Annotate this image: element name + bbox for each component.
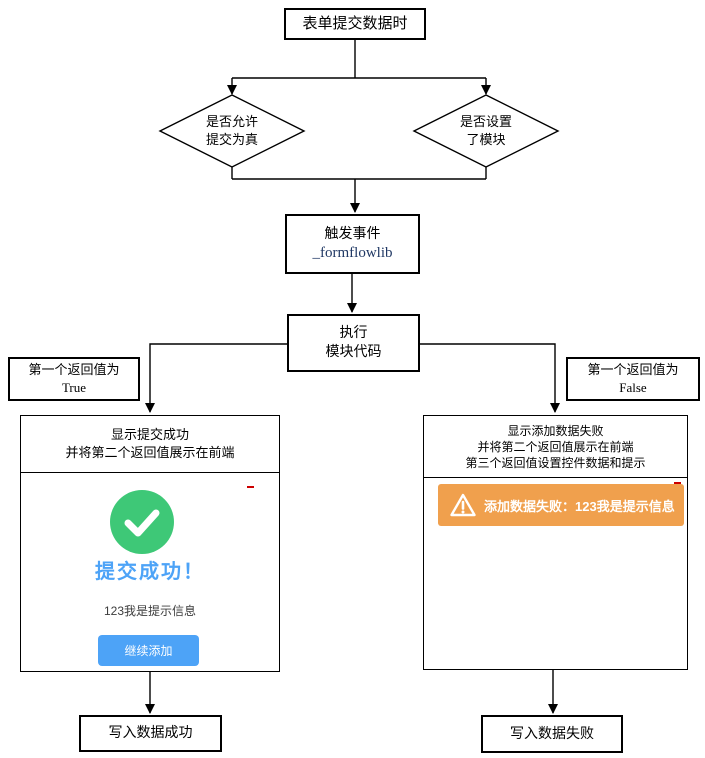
node-start-label: 表单提交数据时 bbox=[302, 15, 408, 32]
edge-false-branch bbox=[420, 343, 560, 413]
trigger-event-name: _formflowlib bbox=[312, 245, 393, 261]
execute-line2: 模块代码 bbox=[325, 345, 382, 360]
node-trigger-event: 触发事件 _formflowlib bbox=[285, 214, 420, 274]
node-decision-module-set: 是否设置 了模块 bbox=[426, 106, 546, 156]
success-check-icon bbox=[110, 490, 174, 554]
success-message: 123我是提示信息 bbox=[103, 604, 197, 618]
fail-header-line1: 显示添加数据失败 bbox=[507, 423, 604, 438]
panel-success-header: 显示提交成功 并将第二个返回值展示在前端 bbox=[21, 416, 279, 473]
red-artifact-mark bbox=[247, 486, 254, 488]
success-header-line1: 显示提交成功 bbox=[110, 427, 189, 442]
decision-right-line2: 了模块 bbox=[466, 132, 506, 147]
decision-left-line1: 是否允许 bbox=[205, 114, 258, 129]
label-false-line2: False bbox=[619, 380, 647, 395]
label-true-line1: 第一个返回值为 bbox=[28, 362, 120, 377]
write-fail-label: 写入数据失败 bbox=[510, 726, 594, 742]
red-artifact-mark bbox=[674, 482, 681, 484]
panel-submit-success: 显示提交成功 并将第二个返回值展示在前端 提交成功！ 123我是提示信息 继续添… bbox=[20, 415, 280, 672]
label-return-true: 第一个返回值为 True bbox=[8, 357, 140, 401]
fail-header-line3: 第三个返回值设置控件数据和提示 bbox=[465, 455, 646, 470]
label-false-line1: 第一个返回值为 bbox=[587, 362, 679, 377]
decision-left-line2: 提交为真 bbox=[205, 132, 258, 147]
trigger-line1: 触发事件 bbox=[324, 227, 381, 242]
panel-add-failed: 显示添加数据失败 并将第二个返回值展示在前端 第三个返回值设置控件数据和提示 添… bbox=[423, 415, 688, 670]
label-true-line2: True bbox=[61, 380, 87, 395]
edge-true-branch bbox=[145, 343, 287, 413]
panel-fail-header: 显示添加数据失败 并将第二个返回值展示在前端 第三个返回值设置控件数据和提示 bbox=[424, 416, 687, 478]
node-execute-module: 执行 模块代码 bbox=[287, 314, 420, 372]
fail-header-line2: 并将第二个返回值展示在前端 bbox=[477, 439, 634, 454]
node-write-fail: 写入数据失败 bbox=[481, 715, 623, 753]
success-header-line2: 并将第二个返回值展示在前端 bbox=[65, 445, 235, 460]
node-write-success: 写入数据成功 bbox=[79, 715, 222, 752]
node-start: 表单提交数据时 bbox=[284, 8, 426, 40]
success-title: 提交成功！ bbox=[95, 561, 205, 583]
error-alert-text: 添加数据失败：123我是提示信息 bbox=[484, 498, 675, 514]
warning-triangle-icon bbox=[450, 493, 476, 517]
error-alert-bar: 添加数据失败：123我是提示信息 bbox=[438, 484, 684, 526]
node-decision-allow-submit: 是否允许 提交为真 bbox=[172, 106, 292, 156]
label-return-false: 第一个返回值为 False bbox=[566, 357, 700, 401]
decision-right-line1: 是否设置 bbox=[459, 114, 512, 129]
execute-line1: 执行 bbox=[339, 326, 368, 341]
continue-add-button[interactable]: 继续添加 bbox=[98, 635, 199, 666]
write-success-label: 写入数据成功 bbox=[108, 726, 193, 741]
